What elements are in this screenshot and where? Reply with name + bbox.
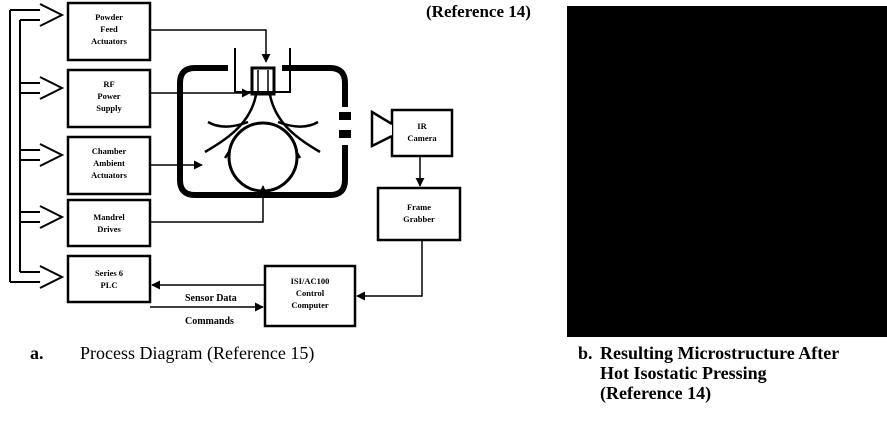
caption-a-letter: a. xyxy=(30,343,80,364)
caption-b: b.Resulting Microstructure After Hot Iso… xyxy=(578,343,839,403)
powder-feed-arrow xyxy=(150,30,266,62)
rf-power-label-3: Supply xyxy=(96,103,122,113)
rf-power-label-1: RF xyxy=(103,79,114,89)
series6-plc-box: Series 6 PLC xyxy=(68,256,150,302)
caption-a: a.Process Diagram (Reference 15) xyxy=(30,343,314,364)
powder-feed-box: Powder Feed Actuators xyxy=(68,3,150,60)
microstructure-image xyxy=(567,6,887,337)
rf-power-label-2: Power xyxy=(97,91,120,101)
grabber-to-computer-arrow xyxy=(357,240,422,296)
ir-camera: IR Camera xyxy=(372,110,452,156)
frame-grabber-label-2: Grabber xyxy=(403,214,435,224)
control-computer-label-1: ISI/AC100 xyxy=(291,276,330,286)
bus-arrow-mandrel xyxy=(20,206,62,228)
series6-plc-label-2: PLC xyxy=(101,280,118,290)
powder-feed-label-2: Feed xyxy=(100,24,118,34)
frame-grabber-box: Frame Grabber xyxy=(378,188,460,240)
mandrel-circle xyxy=(229,123,297,191)
top-reference: (Reference 14) xyxy=(426,2,531,22)
left-bus xyxy=(10,4,62,288)
caption-a-text: Process Diagram (Reference 15) xyxy=(80,343,314,363)
plasma-torch xyxy=(235,48,290,94)
powder-feed-label-1: Powder xyxy=(95,12,123,22)
chamber-ambient-label-1: Chamber xyxy=(92,146,127,156)
bus-arrow-powder xyxy=(10,4,62,26)
chamber-ambient-label-2: Ambient xyxy=(93,158,125,168)
sensor-data-label: Sensor Data xyxy=(185,293,237,304)
chamber-ambient-label-3: Actuators xyxy=(91,170,128,180)
bus-arrow-rf xyxy=(10,77,62,99)
caption-b-line2: Hot Isostatic Pressing xyxy=(578,363,839,383)
mandrel-drives-label-1: Mandrel xyxy=(93,212,125,222)
commands-label: Commands xyxy=(185,316,234,327)
ir-camera-label-2: Camera xyxy=(407,133,437,143)
mandrel-drives-box: Mandrel Drives xyxy=(68,200,150,246)
caption-b-line1: Resulting Microstructure After xyxy=(600,343,839,363)
mandrel-drives-label-2: Drives xyxy=(97,224,121,234)
bus-arrow-chamber xyxy=(20,144,62,166)
rf-power-box: RF Power Supply xyxy=(68,70,150,127)
ir-camera-label-1: IR xyxy=(417,121,427,131)
control-computer-label-2: Control xyxy=(296,288,325,298)
control-computer-box: ISI/AC100 Control Computer xyxy=(265,266,355,326)
caption-b-letter: b. xyxy=(578,343,600,363)
bus-arrow-plc xyxy=(10,266,62,288)
series6-plc-label-1: Series 6 xyxy=(95,268,123,278)
frame-grabber-label-1: Frame xyxy=(407,202,431,212)
mandrel-drive-arrow xyxy=(150,186,263,222)
caption-b-line3: (Reference 14) xyxy=(578,383,839,403)
powder-feed-label-3: Actuators xyxy=(91,36,128,46)
control-computer-label-3: Computer xyxy=(291,300,329,310)
chamber-ambient-box: Chamber Ambient Actuators xyxy=(68,137,150,194)
